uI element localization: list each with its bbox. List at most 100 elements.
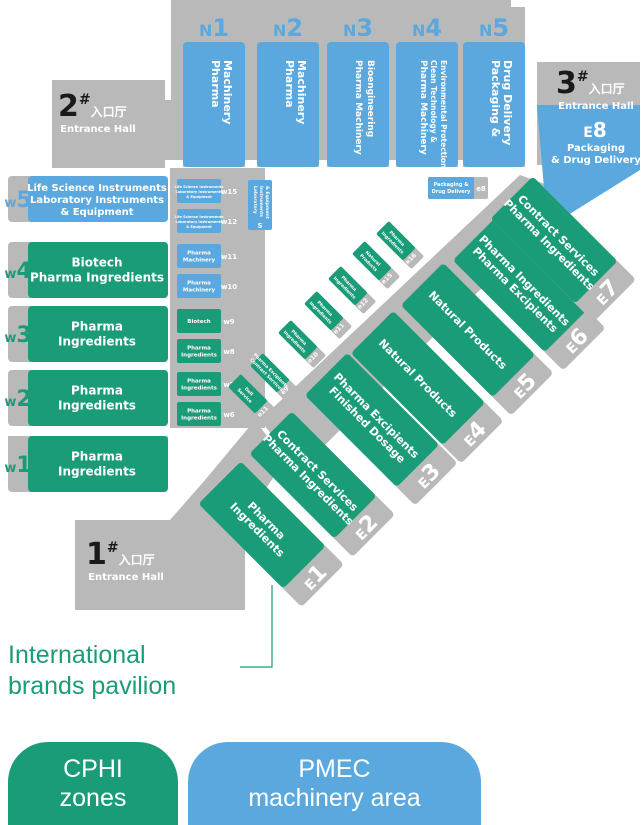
hall-label-line: Pharma [209,60,222,108]
hall-id: w12 [221,218,237,226]
hall-label-line: Drug Delivery [501,60,514,145]
hall-id: E8 [583,118,607,142]
hall-label-line: Laboratory Instruments [176,220,223,224]
hall-label-line: Pharma [187,379,211,385]
hall-id: w6 [223,411,234,419]
hall-label-line: & Equipment [264,186,270,220]
hall-label-line: Laboratory Instruments [30,195,164,206]
entrance-number: 2#入口厅 [58,89,127,124]
hall-id: e8 [476,185,486,193]
hall-label-line: Pharma [187,251,211,257]
hall-label-line: Biotech [187,319,210,325]
hall-fill [306,354,438,486]
hall-label-line: Ingredients [181,416,217,422]
hall-label-line: Drug Delivery [432,189,472,195]
entrance-label: Entrance Hall [88,572,164,583]
legend-cphi-line-2: zones [59,783,127,812]
hall-id: N4 [412,14,442,42]
hall-label-line: Pharma Machinery [353,60,363,155]
hall-id: N2 [273,14,303,42]
hall-label-line: Laboratory [252,186,258,214]
hall-id: N5 [479,14,509,42]
small-halls [177,177,488,426]
hall-id: w4 [4,259,31,284]
hall-fill [402,264,534,396]
hall-label-line: Pharma [71,450,123,464]
caption-line-2: brands pavilion [8,672,177,701]
hall-id: e9 [280,386,291,397]
hall-fill [454,219,586,351]
legend-cphi-line-1: CPHI [63,754,123,783]
hall-label-line: & Equipment [61,207,134,218]
hall-label-line: Clean Technology & [429,60,438,143]
north-halls [183,7,525,167]
hall-label-line: & Equipment [186,225,212,229]
hall-id: S [257,222,262,230]
hall-id: w15 [221,188,237,196]
hall-id: w10 [221,283,237,291]
hall-label-line: Machinery [221,60,234,124]
hall-label-line: Ingredients [181,386,217,392]
legend-cphi: CPHI zones [8,742,178,825]
hall-label-line: Pharma Ingredients [30,271,164,285]
hall-label-line: Environmental Protection [439,60,448,168]
hall-fill [352,241,391,280]
entrance-label: Entrance Hall [558,101,634,112]
hall-fill [328,266,367,305]
hall-label-line: Life Science Instruments [175,215,224,219]
hall-id: N1 [199,14,229,42]
hall-fill [251,413,375,537]
corridor-2-entrance [52,80,190,168]
hall-label-line: Ingredients [58,465,136,479]
hall-label-line: Biotech [71,256,122,270]
hall-fill [250,353,289,392]
hall-label-line: Pharma [71,320,123,334]
hall-label-line: Bioengineering [365,60,375,137]
hall-label-line: Pharma [187,346,211,352]
hall-label-line: Instruments [258,186,264,217]
hall-id: w1 [4,453,31,478]
hall-label-line: Pharma [187,281,211,287]
hall-label-line: & Drug Delivery [551,155,641,166]
entrance-number: 3#入口厅 [556,66,625,101]
hall-fill [200,463,324,587]
pavilion-caption: International brands pavilion [8,640,176,703]
legend-pmec-line-2: machinery area [248,783,421,812]
corridor-1-entrance [75,420,285,610]
hall-id: w5 [4,188,31,213]
hall-label-line: Ingredients [58,399,136,413]
legend-pmec-line-1: PMEC [298,754,371,783]
entrance-number: 1#入口厅 [86,537,155,572]
caption-line-1: International [8,641,146,669]
